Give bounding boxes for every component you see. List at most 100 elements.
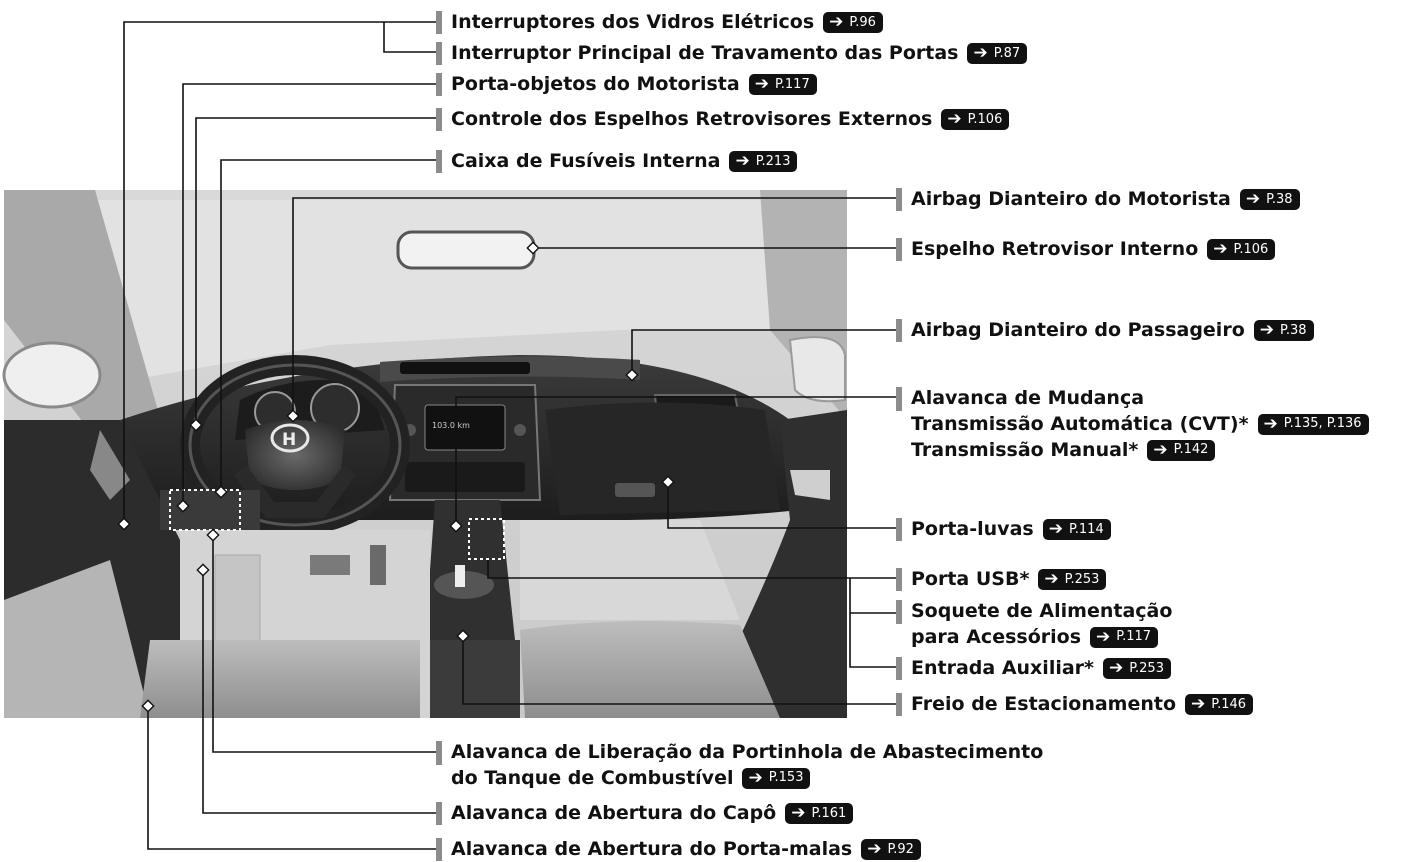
arrow-right-icon: ➔ bbox=[1044, 568, 1059, 589]
page-ref-link[interactable]: ➔P.117 bbox=[1090, 626, 1159, 648]
arrow-right-icon: ➔ bbox=[791, 802, 806, 823]
page-ref-link[interactable]: ➔P.146 bbox=[1185, 693, 1254, 715]
label-text: Caixa de Fusíveis Interna bbox=[451, 150, 721, 172]
page-ref-link[interactable]: ➔P.96 bbox=[823, 11, 883, 33]
page-ref-link[interactable]: ➔P.106 bbox=[1207, 238, 1276, 260]
page-ref-link[interactable]: ➔P.135, P.136 bbox=[1257, 413, 1369, 435]
pointer-passenger-airbag bbox=[625, 368, 639, 382]
page-ref-link[interactable]: ➔P.106 bbox=[941, 108, 1010, 130]
label-glovebox: Porta-luvas ➔P.114 bbox=[896, 516, 1111, 542]
page-ref-link[interactable]: ➔P.253 bbox=[1102, 657, 1171, 679]
pointer-fuel bbox=[206, 528, 220, 542]
page-ref-link[interactable]: ➔P.87 bbox=[967, 42, 1028, 64]
label-text: do Tanque de Combustível bbox=[451, 767, 734, 789]
label-shift-lever: Alavanca de Mudança Transmissão Automáti… bbox=[896, 385, 1369, 463]
label-bar bbox=[896, 387, 902, 411]
display-readout: 103.0 km bbox=[432, 421, 470, 430]
page-ref-link[interactable]: ➔P.114 bbox=[1042, 518, 1111, 540]
label-text: Transmissão Manual* bbox=[911, 439, 1139, 461]
highlight-box-usb bbox=[468, 518, 505, 560]
label-driver-airbag: Airbag Dianteiro do Motorista ➔P.38 bbox=[896, 186, 1300, 212]
pointer-driver-airbag bbox=[286, 409, 300, 423]
label-bar bbox=[436, 149, 442, 173]
pointer-parking-brake bbox=[456, 629, 470, 643]
pointer-fuse-box bbox=[214, 485, 228, 499]
page-ref-link[interactable]: ➔P.153 bbox=[742, 767, 811, 789]
page-ref-link[interactable]: ➔P.253 bbox=[1038, 568, 1107, 590]
arrow-right-icon: ➔ bbox=[1096, 626, 1111, 647]
arrow-right-icon: ➔ bbox=[1263, 413, 1278, 434]
label-door-lock: Interruptor Principal de Travamento das … bbox=[436, 40, 1028, 66]
label-bar bbox=[896, 318, 902, 342]
label-text: Espelho Retrovisor Interno bbox=[911, 238, 1199, 260]
page-ref-link[interactable]: ➔P.117 bbox=[748, 73, 817, 95]
label-text: Airbag Dianteiro do Passageiro bbox=[911, 319, 1245, 341]
label-bar bbox=[436, 837, 442, 861]
arrow-right-icon: ➔ bbox=[754, 73, 769, 94]
pointer-trunk bbox=[141, 699, 155, 713]
page-ref-link[interactable]: ➔P.142 bbox=[1147, 439, 1216, 461]
label-fuse-box: Caixa de Fusíveis Interna ➔P.213 bbox=[436, 148, 798, 174]
label-text: Porta-objetos do Motorista bbox=[451, 73, 740, 95]
label-usb-port: Porta USB* ➔P.253 bbox=[896, 566, 1107, 592]
label-bar bbox=[436, 107, 442, 131]
pointer-shift-lever bbox=[449, 519, 463, 533]
pointer-driver-pocket bbox=[176, 499, 190, 513]
honda-logo: H bbox=[282, 430, 296, 450]
label-bar bbox=[896, 517, 902, 541]
label-text: Soquete de Alimentação bbox=[911, 600, 1173, 622]
arrow-right-icon: ➔ bbox=[748, 767, 763, 788]
arrow-right-icon: ➔ bbox=[947, 108, 962, 129]
page-ref-link[interactable]: ➔P.38 bbox=[1239, 188, 1300, 210]
label-bar bbox=[896, 187, 902, 211]
label-text: Alavanca de Liberação da Portinhola de A… bbox=[451, 741, 1044, 763]
label-bar bbox=[896, 237, 902, 261]
arrow-right-icon: ➔ bbox=[867, 838, 882, 859]
label-text: Interruptor Principal de Travamento das … bbox=[451, 42, 959, 64]
arrow-right-icon: ➔ bbox=[735, 150, 750, 171]
label-bar bbox=[436, 741, 442, 765]
label-bar bbox=[436, 41, 442, 65]
page-ref-link[interactable]: ➔P.38 bbox=[1253, 319, 1314, 341]
label-hood-release: Alavanca de Abertura do Capô ➔P.161 bbox=[436, 800, 854, 826]
arrow-right-icon: ➔ bbox=[829, 11, 844, 32]
label-aux-input: Entrada Auxiliar* ➔P.253 bbox=[896, 655, 1171, 681]
label-driver-pocket: Porta-objetos do Motorista ➔P.117 bbox=[436, 71, 817, 97]
label-fuel-door-release: Alavanca de Liberação da Portinhola de A… bbox=[436, 739, 1043, 791]
photo-area: 103.0 km H bbox=[2, 190, 847, 718]
label-bar bbox=[436, 10, 442, 34]
label-trunk-release: Alavanca de Abertura do Porta-malas ➔P.9… bbox=[436, 836, 921, 862]
label-bar bbox=[896, 692, 902, 716]
arrow-right-icon: ➔ bbox=[1048, 518, 1063, 539]
label-text: Controle dos Espelhos Retrovisores Exter… bbox=[451, 108, 933, 130]
arrow-right-icon: ➔ bbox=[1245, 188, 1261, 209]
label-bar bbox=[436, 72, 442, 96]
page-ref-link[interactable]: ➔P.161 bbox=[785, 802, 854, 824]
label-parking-brake: Freio de Estacionamento ➔P.146 bbox=[896, 691, 1254, 717]
label-text: Freio de Estacionamento bbox=[911, 693, 1177, 715]
label-mirror-control: Controle dos Espelhos Retrovisores Exter… bbox=[436, 106, 1010, 132]
arrow-right-icon: ➔ bbox=[1259, 319, 1274, 340]
label-accessory-socket: Soquete de Alimentação para Acessórios ➔… bbox=[896, 598, 1172, 650]
label-rear-view-mirror: Espelho Retrovisor Interno ➔P.106 bbox=[896, 236, 1276, 262]
label-text: Porta-luvas bbox=[911, 518, 1034, 540]
pointer-rear-view bbox=[526, 241, 540, 255]
arrow-right-icon: ➔ bbox=[1108, 657, 1124, 678]
label-text: Entrada Auxiliar* bbox=[911, 657, 1094, 679]
pointer-mirror-control bbox=[189, 418, 203, 432]
page-ref-link[interactable]: ➔P.213 bbox=[729, 150, 798, 172]
label-text: Alavanca de Abertura do Capô bbox=[451, 802, 777, 824]
label-text: Alavanca de Abertura do Porta-malas bbox=[451, 838, 853, 860]
pointer-windows bbox=[117, 517, 131, 531]
label-bar bbox=[436, 801, 442, 825]
label-bar bbox=[896, 567, 902, 591]
label-text: Alavanca de Mudança bbox=[911, 387, 1145, 409]
label-text: para Acessórios bbox=[911, 626, 1081, 648]
label-text: Interruptores dos Vidros Elétricos bbox=[451, 11, 815, 33]
label-passenger-airbag: Airbag Dianteiro do Passageiro ➔P.38 bbox=[896, 317, 1314, 343]
arrow-right-icon: ➔ bbox=[1191, 693, 1206, 714]
label-power-windows: Interruptores dos Vidros Elétricos ➔P.96 bbox=[436, 9, 883, 35]
label-text: Transmissão Automática (CVT)* bbox=[911, 413, 1249, 435]
page-ref-link[interactable]: ➔P.92 bbox=[861, 838, 921, 860]
